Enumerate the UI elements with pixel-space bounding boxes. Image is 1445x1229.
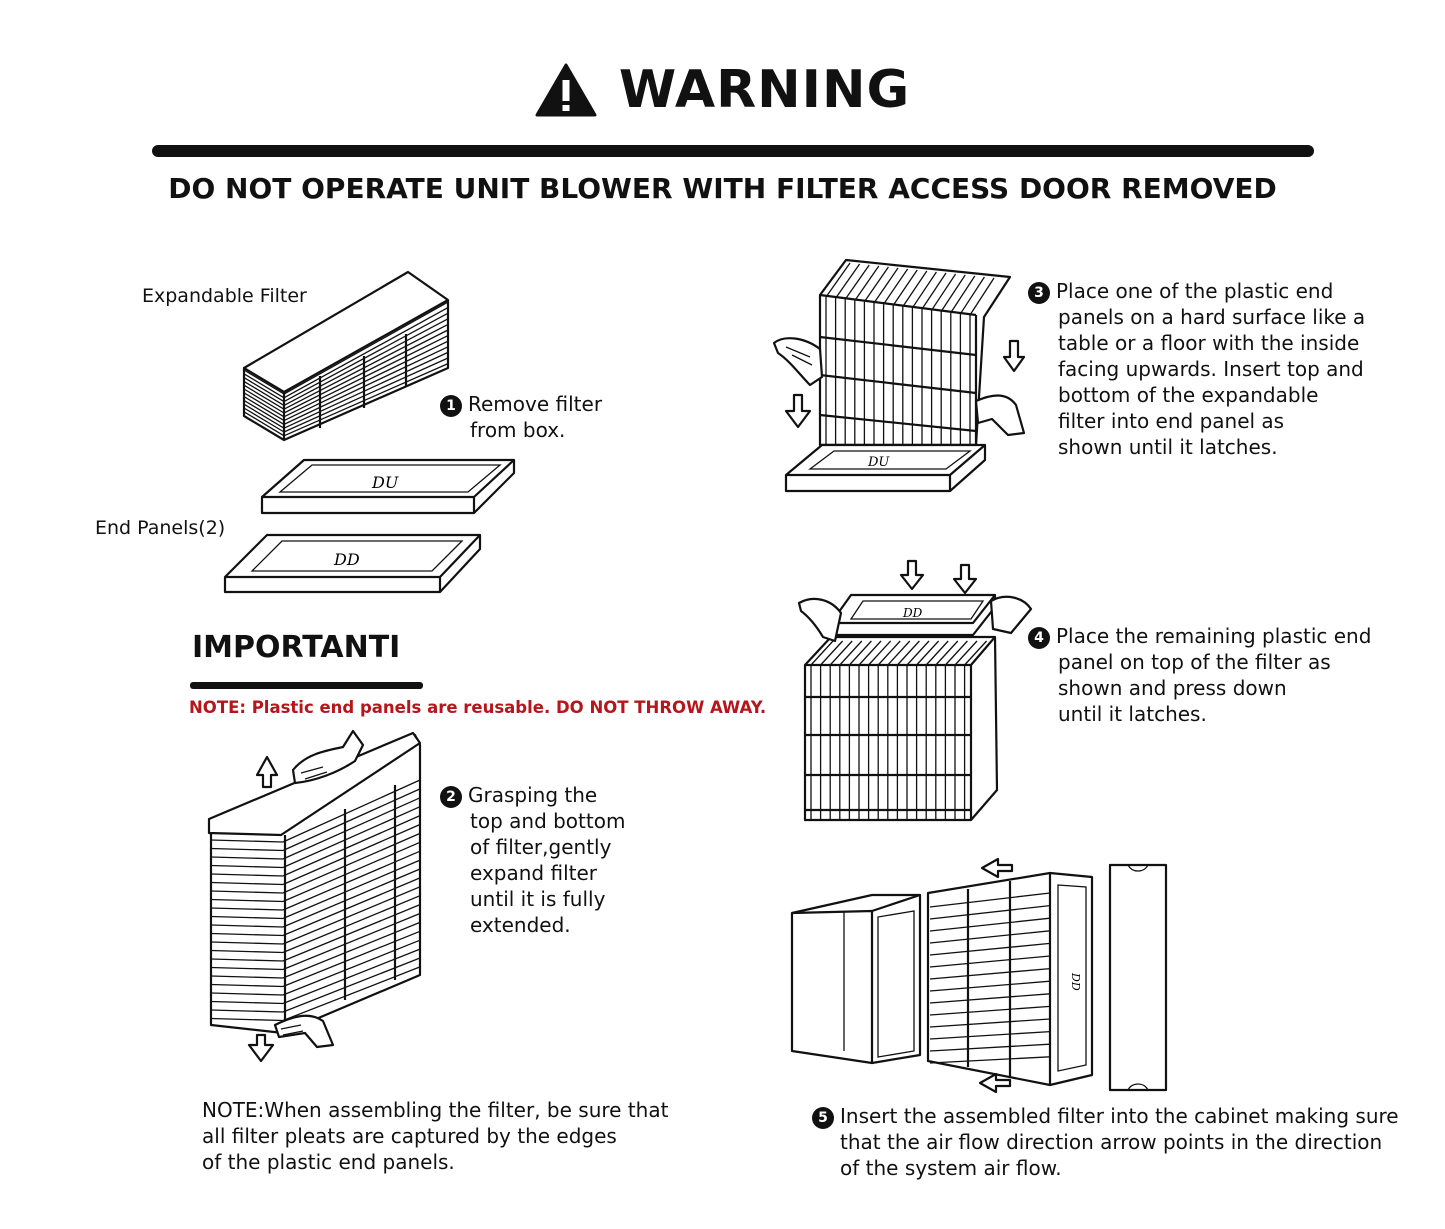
step-5: 5 Insert the assembled filter into the ca…: [812, 1103, 1399, 1181]
end-panel-top: DD: [829, 593, 997, 637]
step-2-line-3: of filter,gently: [470, 835, 612, 859]
step-3-line-4: facing upwards. Insert top and: [1058, 357, 1364, 381]
end-panels-label: End Panels(2): [95, 517, 226, 539]
panel-marking-4: DD: [902, 606, 923, 620]
step-3-line-2: panels on a hard surface like a: [1058, 305, 1366, 329]
end-panel-top: DU: [260, 458, 516, 515]
end-panels-illustration: DU DD: [223, 458, 516, 594]
step-4-line-1: Place the remaining plastic end: [1056, 624, 1372, 648]
step-2-line-1: Grasping the: [468, 783, 598, 807]
warning-title: WARNING: [0, 60, 1445, 120]
end-panel-bottom: DD: [223, 533, 482, 594]
step-3-line-3: table or a floor with the inside: [1058, 331, 1360, 355]
step-2-number: 2: [440, 786, 462, 808]
hand-icon: [291, 729, 365, 785]
expandable-filter-label: Expandable Filter: [142, 285, 307, 307]
down-arrow-icon: [952, 563, 978, 595]
insert-end-panel-illustration: DU: [772, 258, 1025, 493]
step-3-line-6: filter into end panel as: [1058, 409, 1285, 433]
airflow-arrow-icon: [980, 857, 1014, 879]
step-1-line-2: from box.: [470, 418, 566, 442]
step-5-line-1: Insert the assembled filter into the cab…: [840, 1104, 1399, 1128]
hand-icon: [797, 597, 843, 643]
step-3-number: 3: [1028, 282, 1050, 304]
panel-marking-2: DD: [333, 550, 360, 569]
down-arrow-icon: [247, 1033, 275, 1063]
down-arrow-icon: [899, 559, 925, 591]
step-3: 3 Place one of the plastic end panels on …: [1028, 278, 1365, 460]
down-arrow-icon: [1002, 339, 1025, 373]
airflow-arrow-icon: [978, 1072, 1012, 1094]
step-1-number: 1: [440, 395, 462, 417]
important-heading: IMPORTANTI: [192, 630, 401, 665]
hand-icon: [273, 1014, 335, 1049]
cabinet: [790, 893, 922, 1065]
hand-icon: [772, 337, 824, 387]
end-panel-base: DU: [784, 443, 987, 493]
step-1: 1 Remove filter from box.: [440, 391, 602, 443]
step-3-line-7: shown until it latches.: [1058, 435, 1278, 459]
assembly-note-line-3: of the plastic end panels.: [202, 1150, 455, 1174]
warning-title-text: WARNING: [618, 60, 911, 120]
expanding-filter-illustration: [207, 729, 422, 1063]
important-divider: [190, 682, 423, 689]
access-door: [1108, 863, 1168, 1092]
step-5-number: 5: [812, 1107, 834, 1129]
hand-icon: [989, 595, 1033, 635]
reusable-panels-note: NOTE: Plastic end panels are reusable. D…: [189, 698, 767, 717]
assembly-note-line-1: NOTE:When assembling the filter, be sure…: [202, 1098, 669, 1122]
step-1-line-1: Remove filter: [468, 392, 603, 416]
down-arrow-icon: [784, 393, 812, 429]
panel-marking-1: DU: [371, 473, 399, 492]
step-4-line-3: shown and press down: [1058, 676, 1287, 700]
step-2: 2 Grasping the top and bottom of filter,g…: [440, 782, 625, 938]
step-2-line-2: top and bottom: [470, 809, 626, 833]
assembly-note: NOTE:When assembling the filter, be sure…: [202, 1097, 668, 1175]
collapsed-filter-illustration: [242, 270, 450, 442]
step-3-line-5: bottom of the expandable: [1058, 383, 1319, 407]
step-2-line-5: until it is fully: [470, 887, 606, 911]
step-5-line-2: that the air flow direction arrow points…: [840, 1130, 1383, 1154]
hand-icon: [974, 394, 1025, 437]
warning-subtitle: DO NOT OPERATE UNIT BLOWER WITH FILTER A…: [168, 172, 1277, 205]
step-4-line-2: panel on top of the filter as: [1058, 650, 1331, 674]
assembly-note-line-2: all filter pleats are captured by the ed…: [202, 1124, 617, 1148]
step-2-line-6: extended.: [470, 913, 571, 937]
step-2-line-4: expand filter: [470, 861, 597, 885]
filter-assembly: DD: [926, 871, 1094, 1087]
step-4-number: 4: [1028, 627, 1050, 649]
step-5-line-3: of the system air flow.: [840, 1156, 1062, 1180]
step-4-line-4: until it latches.: [1058, 702, 1207, 726]
step-4: 4 Place the remaining plastic end panel o…: [1028, 623, 1371, 727]
insert-into-cabinet-illustration: DD: [790, 857, 1168, 1094]
warning-triangle-icon: [535, 63, 597, 117]
place-top-panel-illustration: DD: [797, 559, 1033, 822]
panel-marking-5: DD: [1069, 972, 1082, 991]
step-3-line-1: Place one of the plastic end: [1056, 279, 1334, 303]
panel-marking-3: DU: [867, 455, 890, 470]
header-divider: [152, 145, 1314, 157]
up-arrow-icon: [255, 755, 279, 789]
